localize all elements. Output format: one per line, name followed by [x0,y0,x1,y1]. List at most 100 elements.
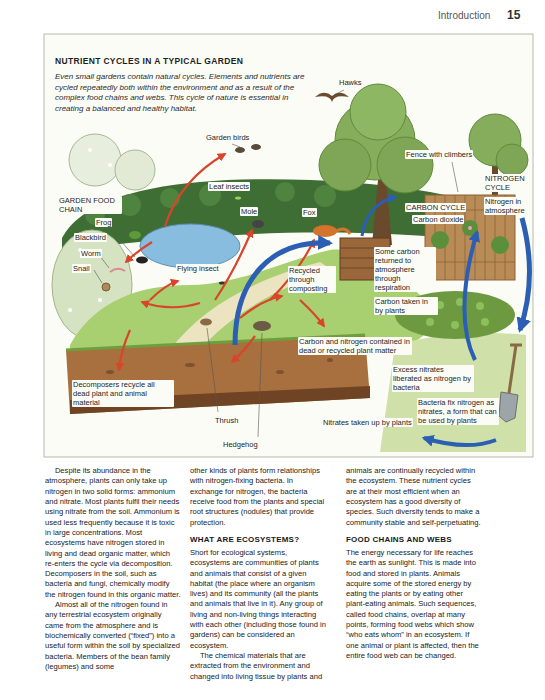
diagram-label: Mole [240,207,258,216]
pond [140,224,240,268]
text-column: animals are continually recycled within … [346,466,482,661]
leader-lines [252,218,256,220]
fox [313,225,337,237]
diagram-label: Fox [302,208,317,217]
flowering-shrub [88,148,92,152]
cycle-arrows [424,438,496,445]
food-chain-arrows [119,154,324,370]
thrush [200,319,212,326]
soil-stones [106,358,333,374]
diagram-label: Fence with climbers [405,150,473,159]
diagram-panel [44,34,533,457]
body-text: other kinds of plants form relationships… [190,466,326,528]
diagram-label: Hedgehog [222,440,259,449]
leader-lines [120,240,135,257]
diagram-label: Hawks [338,78,363,87]
diagram-label: Blackbird [74,233,107,242]
cycle-arrows [464,232,477,360]
fence [468,226,472,230]
hedge-texture [275,182,295,202]
body-text: Despite its abundance in the atmosphere,… [45,466,181,600]
diagram-label: Some carbon returned to atmosphere throu… [374,247,436,292]
food-chain-arrows [142,302,200,307]
fence [491,236,509,254]
diagram-label: Excess nitrates liberated as nitrogen by… [392,365,474,392]
diagram-label: Carbon dioxide [412,215,464,224]
diagram-label: Decomposers recycle all dead plant and a… [72,380,174,407]
leader-lines [452,162,458,192]
section-heading: WHAT ARE ECOSYSTEMS? [190,535,326,546]
food-chain-arrows [119,330,130,370]
diagram-label: CARBON CYCLE [405,203,466,212]
soil-stones [327,358,333,362]
leader-lines [232,144,240,147]
cycle-arrows [520,218,529,330]
diagram-label: Nitrates taken up by plants [322,418,413,427]
animals [102,93,350,331]
center-tree [319,139,371,191]
text-column: other kinds of plants form relationships… [190,466,326,682]
diagram-label: Recycled through composting [288,266,336,293]
garden-bird [235,147,245,153]
spade [499,392,518,422]
hedge-texture [119,194,141,216]
leader-lines [258,333,262,437]
diagram-label: Flying insect [176,264,220,273]
leader-lines [310,219,318,226]
frog [129,231,141,239]
diagram-label: Thrush [214,416,239,425]
hedgehog [253,321,271,331]
cycle-arrows [362,197,396,236]
leaf-insect [235,197,241,200]
diagram-label: Carbon taken in by plants [374,297,438,315]
leader-lines [115,228,129,233]
body-text: The energy necessary for life reaches th… [346,548,482,661]
diagram-label: Worm [80,249,102,258]
body-text: animals are continually recycled within … [346,466,482,528]
soil-stones [106,370,114,374]
page-number: 15 [506,8,521,22]
diagram-label: Bacteria fix nitrogen as nitrates, a for… [417,398,499,425]
leader-lines [334,90,344,95]
diagram-label: Leaf insects [208,182,250,191]
vegetable-bed [426,318,434,326]
food-chain-arrows [240,296,282,318]
mole [252,220,264,228]
section-heading: FOOD CHAINS AND WEBS [346,535,482,546]
diagram-label: Snail [72,264,91,273]
vegetable-bed [476,302,484,310]
food-chain-arrows [150,281,178,300]
garden-scene [52,84,528,452]
snail [102,283,110,291]
flowering-shrub [108,163,112,167]
diagram-caption: Even small gardens contain natural cycle… [55,72,317,114]
food-chain-arrows [126,242,152,262]
right-tree [496,144,528,176]
leader-lines [236,193,237,196]
center-tree [372,180,392,245]
diagram-label: Nitrogen in atmosphere [484,197,532,215]
flowering-shrub [69,134,121,186]
blackbird [136,257,148,264]
center-tree [350,84,406,140]
leader-lines [94,270,102,283]
soil-stones [276,370,284,374]
soil-stones [185,363,195,367]
food-chain-arrows [300,300,324,326]
hawk [315,93,349,102]
diagram-label: Carbon and nitrogen contained in dead or… [298,337,412,355]
diagram-label: Garden birds [205,133,250,142]
body-text: The chemical materials that are extracte… [190,651,326,682]
text-column: Despite its abundance in the atmosphere,… [45,466,181,672]
leader-lines [207,328,218,412]
cycle-arrows [235,243,330,345]
cycle-arrows [235,197,529,445]
flowering-shrub [68,308,72,312]
spade [509,345,516,393]
garden-bird [251,144,261,150]
vegetable-bed [451,321,459,329]
diagram-title: NUTRIENT CYCLES IN A TYPICAL GARDEN [55,56,243,66]
flowering-shrub [98,298,102,302]
spade [499,345,522,422]
